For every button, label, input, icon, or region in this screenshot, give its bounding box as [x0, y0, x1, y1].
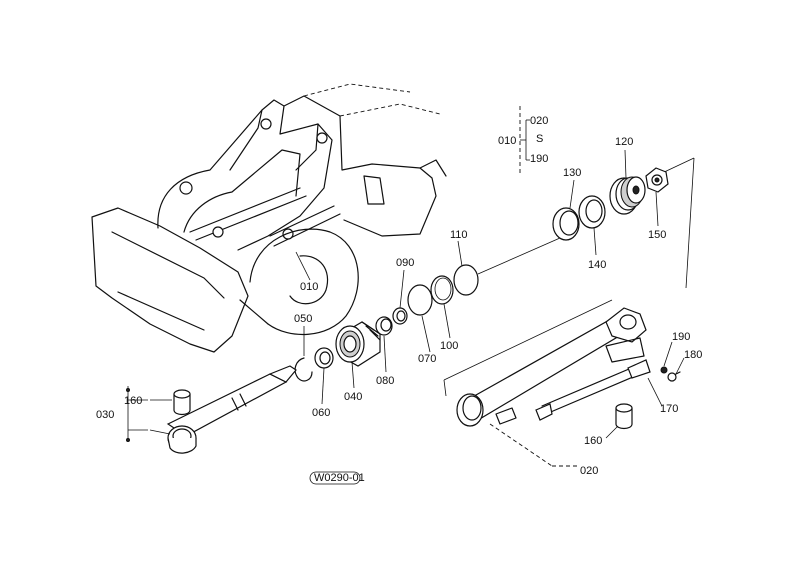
callout-190-right: 190 [672, 331, 690, 343]
part-180-bolt [667, 371, 681, 382]
part-190-washer [660, 366, 668, 374]
axis-line-upper [477, 237, 561, 275]
callout-080: 080 [376, 375, 394, 387]
part-120-piston [609, 176, 646, 215]
callout-190-top: 190 [530, 153, 548, 165]
callout-020-lower: 020 [580, 465, 598, 477]
part-060-seal [314, 347, 334, 369]
callout-120: 120 [615, 136, 633, 148]
part-150-nut [645, 167, 669, 193]
callout-labels: 010 020 S 190 120 130 140 150 110 090 07… [96, 115, 702, 477]
callout-090: 090 [396, 257, 414, 269]
part-050-snap-ring [294, 357, 313, 382]
callout-100: 100 [440, 340, 458, 352]
frame-lower-top [443, 299, 613, 381]
callout-150: 150 [648, 229, 666, 241]
part-090-ring [392, 307, 408, 325]
figure-code: W0290-01 [314, 472, 365, 484]
part-030-rod-assembly [166, 365, 297, 454]
bracket-030 [126, 386, 148, 442]
callout-140: 140 [588, 259, 606, 271]
leader-lines [149, 149, 685, 439]
assembly-frame-right [685, 157, 695, 289]
part-040-gland [335, 321, 381, 367]
callout-160-lower: 160 [584, 435, 602, 447]
part-170-pipe [535, 359, 651, 421]
callout-040: 040 [344, 391, 362, 403]
dash-020-lower [489, 423, 553, 467]
callout-170: 170 [660, 403, 678, 415]
part-110-o-ring [453, 264, 479, 296]
part-140-seal [578, 195, 606, 229]
callout-range-mark: S [536, 133, 543, 145]
bracket-010 [519, 106, 530, 174]
part-130-ring [552, 207, 580, 241]
callout-110: 110 [450, 229, 468, 241]
cylinder-tube [456, 307, 647, 427]
part-070-o-ring [407, 284, 433, 316]
part-080-bushing [375, 316, 393, 336]
callout-030: 030 [96, 409, 114, 421]
part-160-bushing-lower [615, 403, 633, 430]
figure-code-badge: W0290-01 [309, 471, 365, 485]
part-160-bushing-upper [173, 389, 191, 416]
callout-180: 180 [684, 349, 702, 361]
callout-010-top: 010 [498, 135, 516, 147]
part-100-ring [430, 275, 454, 305]
callout-060: 060 [312, 407, 330, 419]
callout-070: 070 [418, 353, 436, 365]
frame-lower-left [443, 379, 447, 397]
callout-010-loader: 010 [300, 281, 318, 293]
callout-130: 130 [563, 167, 581, 179]
loader-silhouette [91, 83, 447, 353]
callout-160-upper: 160 [124, 395, 142, 407]
callout-020-top: 020 [530, 115, 548, 127]
callout-050: 050 [294, 313, 312, 325]
